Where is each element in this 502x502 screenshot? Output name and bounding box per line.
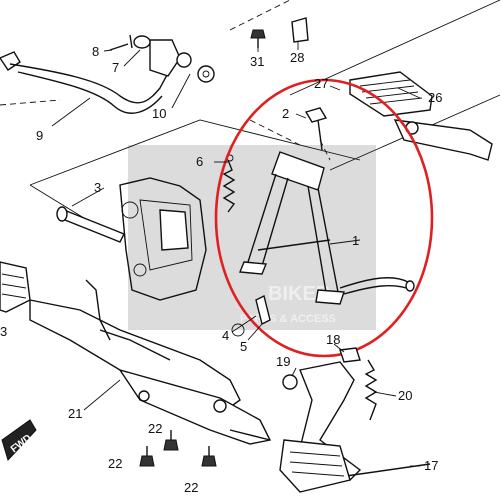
assembly-boundary-top	[229, 0, 291, 31]
bracket-28	[291, 17, 309, 43]
bolt-22-b	[163, 430, 179, 451]
brake-pedal	[0, 39, 215, 114]
part-number-9: 9	[36, 128, 43, 143]
leader-lines	[51, 42, 421, 467]
footrest-front-right	[279, 439, 351, 493]
part-number-5: 5	[240, 339, 247, 354]
forward-badge: FWD	[1, 419, 37, 461]
bolt-22-a	[139, 446, 155, 467]
part-number-28: 28	[290, 50, 304, 65]
part-number-3-upper: 3	[94, 180, 101, 195]
frame-sketch	[119, 177, 207, 301]
part-number-22-c: 22	[184, 480, 198, 495]
watermark-text: BIKER	[268, 283, 331, 305]
part-number-27: 27	[314, 76, 328, 91]
part-number-10: 10	[152, 106, 166, 121]
shaft-3	[56, 206, 125, 243]
part-number-6: 6	[196, 154, 203, 169]
part-number-2: 2	[282, 106, 289, 121]
part-number-26: 26	[428, 90, 442, 105]
highlight-circle	[214, 78, 434, 358]
assembly-guide-2	[249, 119, 301, 146]
part-number-3-lower: 3	[0, 324, 7, 339]
part-number-18: 18	[326, 332, 340, 347]
part-number-8: 8	[92, 44, 99, 59]
bolt-31	[250, 29, 266, 48]
assembly-boundary-left	[29, 119, 361, 186]
part-number-22-b: 22	[108, 456, 122, 471]
pin-2	[304, 107, 328, 151]
footrest-rear-right	[349, 71, 493, 161]
part-number-20: 20	[398, 388, 412, 403]
bolt-22-c	[201, 446, 217, 467]
pin-4-5	[231, 294, 271, 337]
part-number-22-a: 22	[148, 421, 162, 436]
assembly-guide-1	[0, 99, 61, 106]
part-number-1: 1	[352, 233, 359, 248]
main-stand	[239, 151, 415, 305]
footrest-front-left	[0, 261, 31, 313]
part-number-31: 31	[250, 54, 264, 69]
pin-and-washer	[109, 34, 151, 51]
part-number-17: 17	[424, 458, 438, 473]
footrest-bar	[29, 279, 272, 445]
part-number-7: 7	[112, 60, 119, 75]
part-number-19: 19	[276, 354, 290, 369]
part-number-4: 4	[222, 328, 229, 343]
part-number-21: 21	[68, 406, 82, 421]
